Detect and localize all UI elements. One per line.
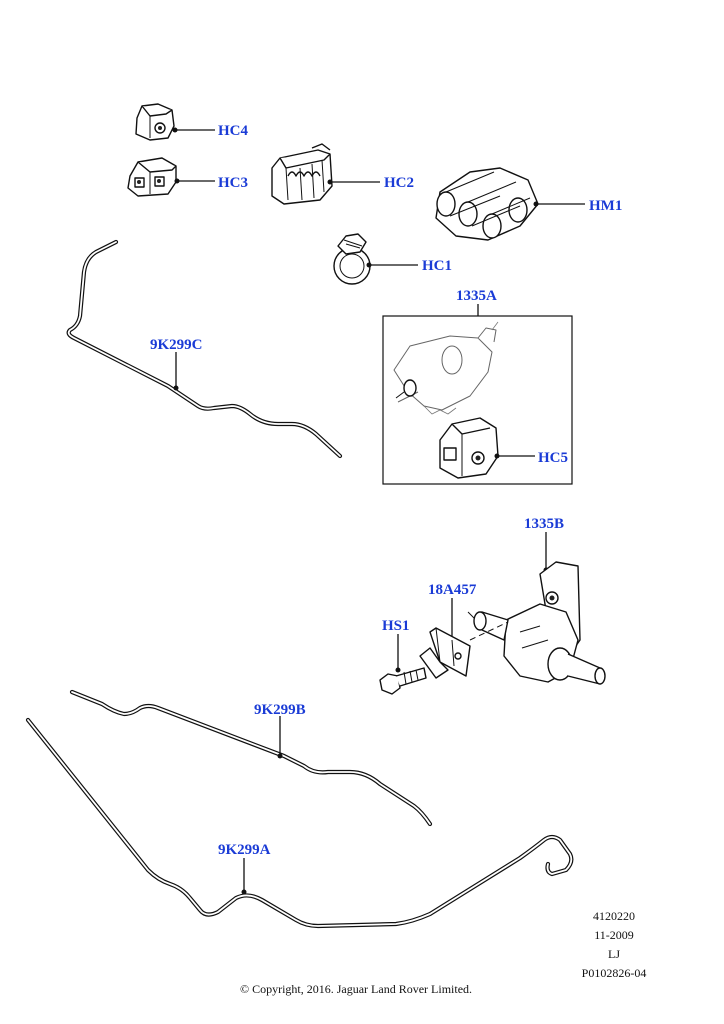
hc2-clip[interactable] [271, 143, 333, 205]
hm1-label[interactable]: HM1 [589, 198, 622, 214]
pipe-9k299b[interactable] [69, 689, 433, 827]
bolt-hs1[interactable] [379, 667, 427, 695]
pipe-9k299a[interactable] [25, 717, 574, 929]
hc4-clip[interactable] [135, 103, 175, 141]
hm1-clip[interactable] [435, 167, 539, 241]
hc2-leader-dot [327, 179, 333, 185]
hs1-label[interactable]: HS1 [382, 618, 410, 634]
hc4-label[interactable]: HC4 [218, 123, 249, 139]
hm1-leader-dot [533, 201, 539, 207]
hc3-clip[interactable] [127, 157, 177, 197]
date-code: 11-2009 [594, 928, 634, 942]
hc5-leader-dot [494, 453, 500, 459]
18a457-label[interactable]: 18A457 [428, 582, 477, 598]
hc3-leader-dot [174, 178, 180, 184]
bracket-18a457[interactable] [419, 627, 471, 679]
hs1-leader-dot [395, 667, 401, 673]
copyright-notice: © Copyright, 2016. Jaguar Land Rover Lim… [240, 982, 472, 996]
1335a-label[interactable]: 1335A [456, 288, 497, 304]
9k299b-label[interactable]: 9K299B [254, 702, 306, 718]
hc1-label[interactable]: HC1 [422, 258, 452, 274]
hc1-clamp[interactable] [333, 233, 371, 285]
assembly-guide-line [469, 621, 509, 641]
valve-1335b[interactable] [467, 561, 606, 685]
hc3-label[interactable]: HC3 [218, 175, 248, 191]
hc1-leader-dot [366, 262, 372, 268]
1335b-label[interactable]: 1335B [524, 516, 564, 532]
ref-number: 4120220 [593, 909, 635, 923]
hc2-label[interactable]: HC2 [384, 175, 414, 191]
9k299c-leader-dot [173, 385, 179, 391]
9k299a-leader-dot [241, 889, 247, 895]
9k299b-leader-dot [277, 753, 283, 759]
author-initials: LJ [608, 947, 620, 961]
9k299a-label[interactable]: 9K299A [218, 842, 271, 858]
hc5-label[interactable]: HC5 [538, 450, 568, 466]
hc4-leader-dot [172, 127, 178, 133]
valve-ghost-1335a [393, 321, 499, 415]
9k299c-label[interactable]: 9K299C [150, 337, 203, 353]
part-code: P0102826-04 [582, 966, 647, 980]
pipe-9k299c[interactable] [66, 239, 343, 459]
